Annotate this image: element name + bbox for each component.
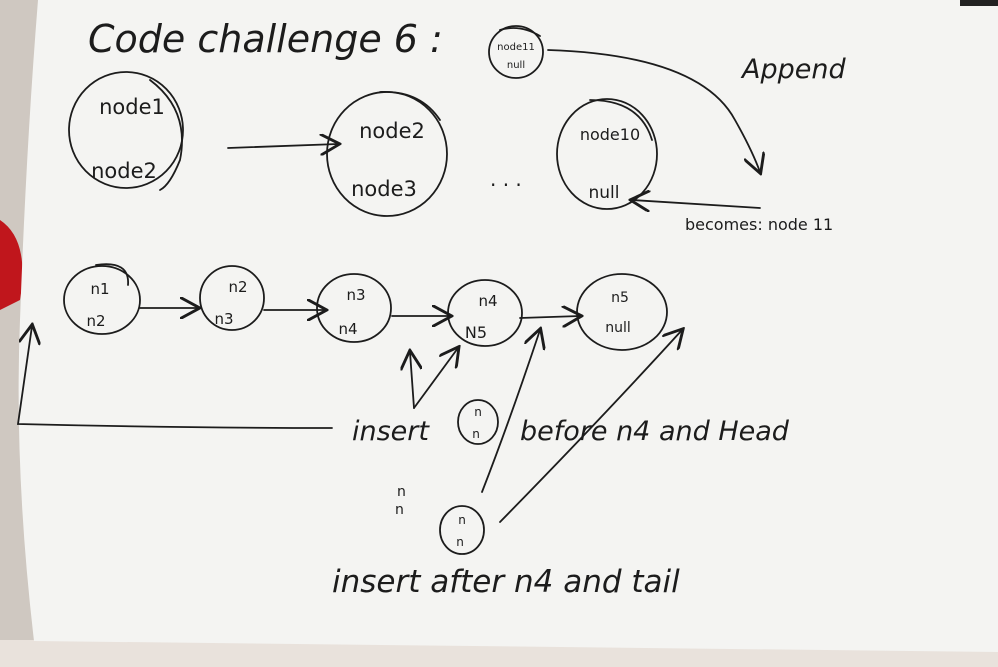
top-node-3-line1: node10 [580, 125, 640, 144]
row-node-4-line2: N5 [465, 323, 487, 342]
top-node-1-line1: node1 [99, 95, 165, 119]
paper-sheet [18, 0, 998, 652]
row-node-2-line2: n3 [214, 310, 233, 328]
row-node-5: n5 null [576, 273, 668, 351]
new-node-line1: node11 [497, 42, 535, 53]
top-node-3: node10 null [556, 98, 658, 210]
stray-mark-1: n [397, 484, 406, 500]
row-node-2: n2 n3 [199, 265, 265, 331]
stray-mark-2: n [395, 502, 404, 518]
insert-before-node: n n [457, 399, 499, 445]
insert-after-n4-arrow [481, 330, 540, 493]
top-node-1-line2: node2 [91, 159, 157, 183]
top-node-2-line2: node3 [351, 177, 417, 201]
row-node-4-line1: n4 [478, 292, 497, 310]
top-arrow-1-2 [227, 144, 338, 148]
row-node-3-line2: n4 [338, 320, 357, 338]
row-node-4: n4 N5 [447, 279, 523, 347]
row-node-1-line1: n1 [90, 280, 109, 298]
top-right-clip [960, 0, 998, 6]
insert-after-node: n n [439, 505, 485, 555]
row-node-1: n1 n2 [63, 263, 141, 335]
red-object [0, 220, 23, 310]
top-node-2-line1: node2 [359, 119, 425, 143]
new-node: node11 null [488, 25, 544, 79]
insert-after-tail-arrow [499, 330, 682, 523]
title-text: Code challenge 6 : [88, 17, 443, 61]
insert-after-node-line2: n [456, 535, 464, 549]
row-node-1-line2: n2 [86, 312, 105, 330]
insert-n4-arrow [413, 348, 458, 409]
row-node-2-line1: n2 [228, 278, 247, 296]
insert-before-node-line2: n [472, 427, 480, 441]
top-node-3-line2: null [589, 183, 620, 203]
row-node-5-line2: null [605, 320, 631, 336]
insert-head-arrow [16, 326, 333, 429]
insert-after-label: insert after n4 and tail [332, 564, 680, 600]
row-arrow-4-5 [519, 316, 580, 318]
new-node-line2: null [507, 60, 525, 71]
ellipsis-text: . . . [490, 167, 522, 191]
becomes-label: becomes: node 11 [685, 215, 833, 234]
becomes-arrow [632, 200, 761, 208]
insert-before-label: before n4 and Head [520, 416, 790, 447]
top-node-1: node1 node2 [68, 71, 184, 191]
insert-before-node-line1: n [474, 405, 482, 419]
insert-up-arrow [410, 352, 414, 409]
insert-before-word: insert [352, 416, 430, 447]
row-node-5-line1: n5 [611, 290, 629, 306]
row-node-3-line1: n3 [346, 286, 365, 304]
append-label: Append [740, 54, 846, 85]
row-node-3: n3 n4 [316, 273, 392, 343]
append-arrow [547, 49, 760, 172]
insert-after-node-line1: n [458, 513, 466, 527]
top-node-2: node2 node3 [326, 91, 448, 217]
